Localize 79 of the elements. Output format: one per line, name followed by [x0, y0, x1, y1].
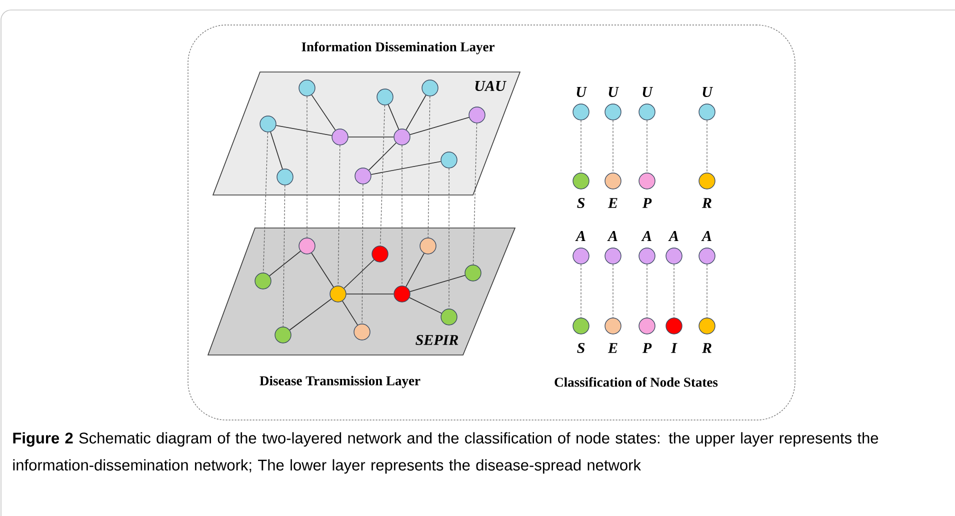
link-line — [269, 250, 301, 276]
link-line — [409, 297, 442, 314]
state-letter: R — [702, 198, 712, 208]
layer-name: UAU — [475, 80, 506, 92]
state-circle — [372, 246, 388, 262]
state-letter: E — [608, 343, 618, 353]
dashed-link — [380, 105, 386, 246]
dashed-link — [612, 264, 614, 318]
dashed-link — [306, 96, 308, 238]
link-line — [342, 300, 358, 326]
link-line — [289, 298, 332, 330]
state-circle — [332, 128, 348, 146]
link-line — [348, 136, 394, 138]
link-line — [344, 259, 374, 289]
state-circle — [354, 324, 370, 340]
dashed-link — [612, 120, 614, 173]
state-circle — [274, 326, 292, 344]
state-circle — [420, 238, 436, 254]
link-line — [311, 94, 336, 130]
layer-title: Disease Transmission Layer — [260, 376, 420, 388]
state-circle — [440, 308, 458, 326]
link-line — [406, 94, 426, 130]
state-circle — [298, 80, 316, 96]
state-letter: R — [702, 343, 712, 353]
dashed-link — [580, 120, 582, 173]
state-letter: U — [642, 87, 654, 97]
dashed-link — [338, 145, 340, 286]
state-letter: I — [670, 343, 678, 353]
state-letter: E — [608, 198, 618, 208]
link-line — [410, 116, 470, 136]
link-line — [406, 252, 424, 288]
dashed-link — [262, 132, 268, 273]
section-title: Classification of Node States — [554, 377, 718, 387]
state-circle — [468, 106, 486, 124]
dashed-link — [646, 120, 648, 173]
link-line — [311, 252, 334, 288]
dashed-link — [448, 168, 450, 309]
dashed-link — [646, 264, 648, 318]
dashed-link — [706, 120, 708, 173]
state-circle — [422, 80, 438, 96]
state-circle — [254, 272, 272, 290]
dashed-link — [428, 96, 430, 238]
state-letter: S — [577, 342, 585, 354]
state-letter: P — [642, 198, 652, 208]
layer-name: SEPIR — [416, 334, 458, 346]
state-circle — [298, 238, 316, 254]
state-letter: A — [668, 231, 678, 241]
state-letter: U — [576, 87, 588, 97]
outer-frame — [188, 24, 796, 420]
state-circle — [376, 88, 394, 106]
dashed-link — [580, 264, 582, 318]
state-letter: A — [607, 231, 618, 241]
state-letter: A — [701, 231, 712, 241]
state-circle — [276, 168, 294, 186]
link-line — [270, 132, 283, 170]
state-letter: U — [608, 87, 620, 97]
state-circle — [354, 168, 372, 184]
state-circle — [260, 116, 276, 132]
figure-caption: Figure 2 Schematic diagram of the two-layered network and the classification of node states: the upper layer represents the information-dissemination network; The lower layer represents the disease-spread network — [13, 432, 878, 474]
link-line — [276, 125, 332, 136]
state-letter: A — [641, 231, 652, 241]
link-line — [410, 274, 466, 292]
state-letter: P — [642, 343, 652, 353]
state-circle — [394, 286, 410, 302]
state-circle — [330, 286, 346, 302]
state-letter: U — [702, 87, 714, 97]
state-circle — [464, 264, 482, 282]
state-letter: S — [577, 198, 585, 208]
state-circle — [440, 152, 458, 168]
state-circle — [394, 128, 410, 146]
link-line — [368, 142, 396, 170]
dashed-link — [706, 264, 708, 318]
dashed-link — [472, 123, 478, 265]
layer-title: Information Dissemination Layer — [302, 42, 494, 54]
dashed-link — [282, 185, 286, 327]
link-line — [388, 104, 400, 130]
state-letter: A — [575, 231, 586, 241]
dashed-link — [362, 184, 364, 324]
link-line — [370, 161, 442, 175]
